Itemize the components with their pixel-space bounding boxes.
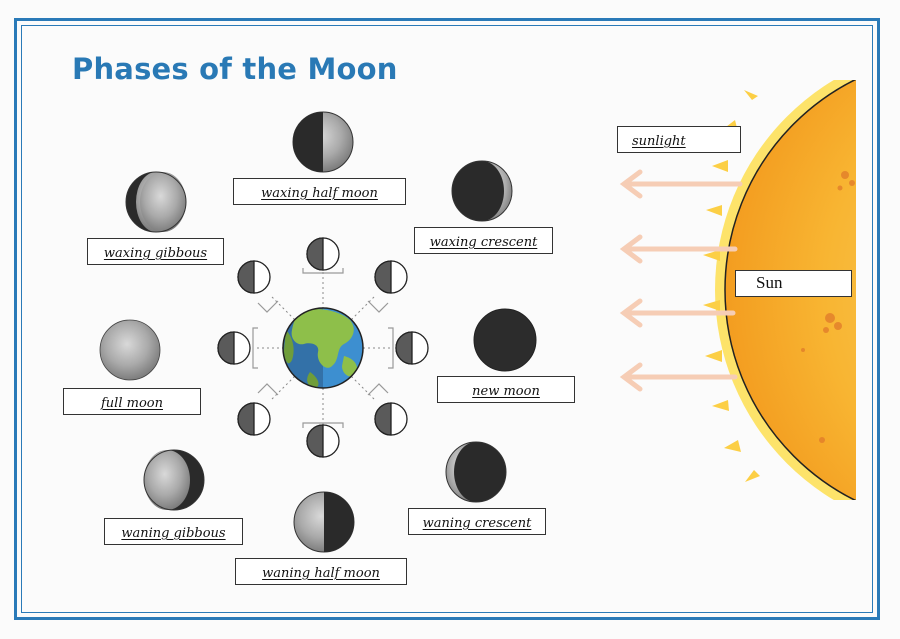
- orbit-moon-left: [217, 331, 251, 365]
- label-new-moon: new moon: [437, 376, 575, 403]
- arrow-4: [619, 362, 738, 392]
- orbit-lines: [257, 272, 392, 425]
- orbit-moon-top-left: [237, 260, 271, 294]
- moon-waning-half: [293, 491, 355, 553]
- label-sun: Sun: [735, 270, 852, 297]
- moon-waxing-gibbous: [125, 171, 187, 233]
- orbit-moon-bottom-right: [374, 402, 408, 436]
- label-waxing-crescent: waxing crescent: [414, 227, 553, 254]
- outer-border: [14, 18, 880, 620]
- arrow-3: [619, 298, 736, 328]
- earth: [282, 307, 364, 389]
- orbit-brackets: [252, 268, 394, 428]
- label-waning-crescent: waning crescent: [408, 508, 546, 535]
- label-text: sunlight: [632, 134, 686, 149]
- label-text: new moon: [472, 384, 540, 399]
- orbit-moon-top-right: [374, 260, 408, 294]
- label-text: waning gibbous: [121, 526, 226, 541]
- label-text: waxing half moon: [261, 186, 378, 201]
- label-text: waning half moon: [262, 566, 380, 581]
- moon-full: [99, 319, 161, 381]
- orbit-moons: [217, 237, 429, 458]
- label-text: waning crescent: [422, 516, 532, 531]
- page-title: Phases of the Moon: [72, 52, 398, 86]
- label-text: full moon: [101, 396, 163, 411]
- label-sunlight: sunlight: [617, 126, 741, 153]
- label-text: waxing crescent: [429, 235, 538, 250]
- sunlight-arrows: [619, 169, 743, 392]
- arrow-2: [619, 234, 738, 264]
- label-waxing-gibbous: waxing gibbous: [87, 238, 224, 265]
- moon-new: [473, 308, 537, 372]
- moon-waning-gibbous: [143, 449, 205, 511]
- moon-waning-crescent: [445, 441, 507, 503]
- orbit-moon-bottom: [306, 424, 340, 458]
- inner-border: [21, 25, 873, 613]
- label-waxing-half-moon: waxing half moon: [233, 178, 406, 205]
- label-full-moon: full moon: [63, 388, 201, 415]
- orbit-moon-right: [395, 331, 429, 365]
- label-text: Sun: [756, 273, 783, 292]
- label-waning-half-moon: waning half moon: [235, 558, 407, 585]
- arrow-1: [619, 169, 743, 199]
- orbit-moon-bottom-left: [237, 402, 271, 436]
- label-text: waxing gibbous: [103, 246, 208, 261]
- label-waning-gibbous: waning gibbous: [104, 518, 243, 545]
- moon-waxing-half: [292, 111, 354, 173]
- orbit-moon-top: [306, 237, 340, 271]
- moon-waxing-crescent: [451, 160, 513, 222]
